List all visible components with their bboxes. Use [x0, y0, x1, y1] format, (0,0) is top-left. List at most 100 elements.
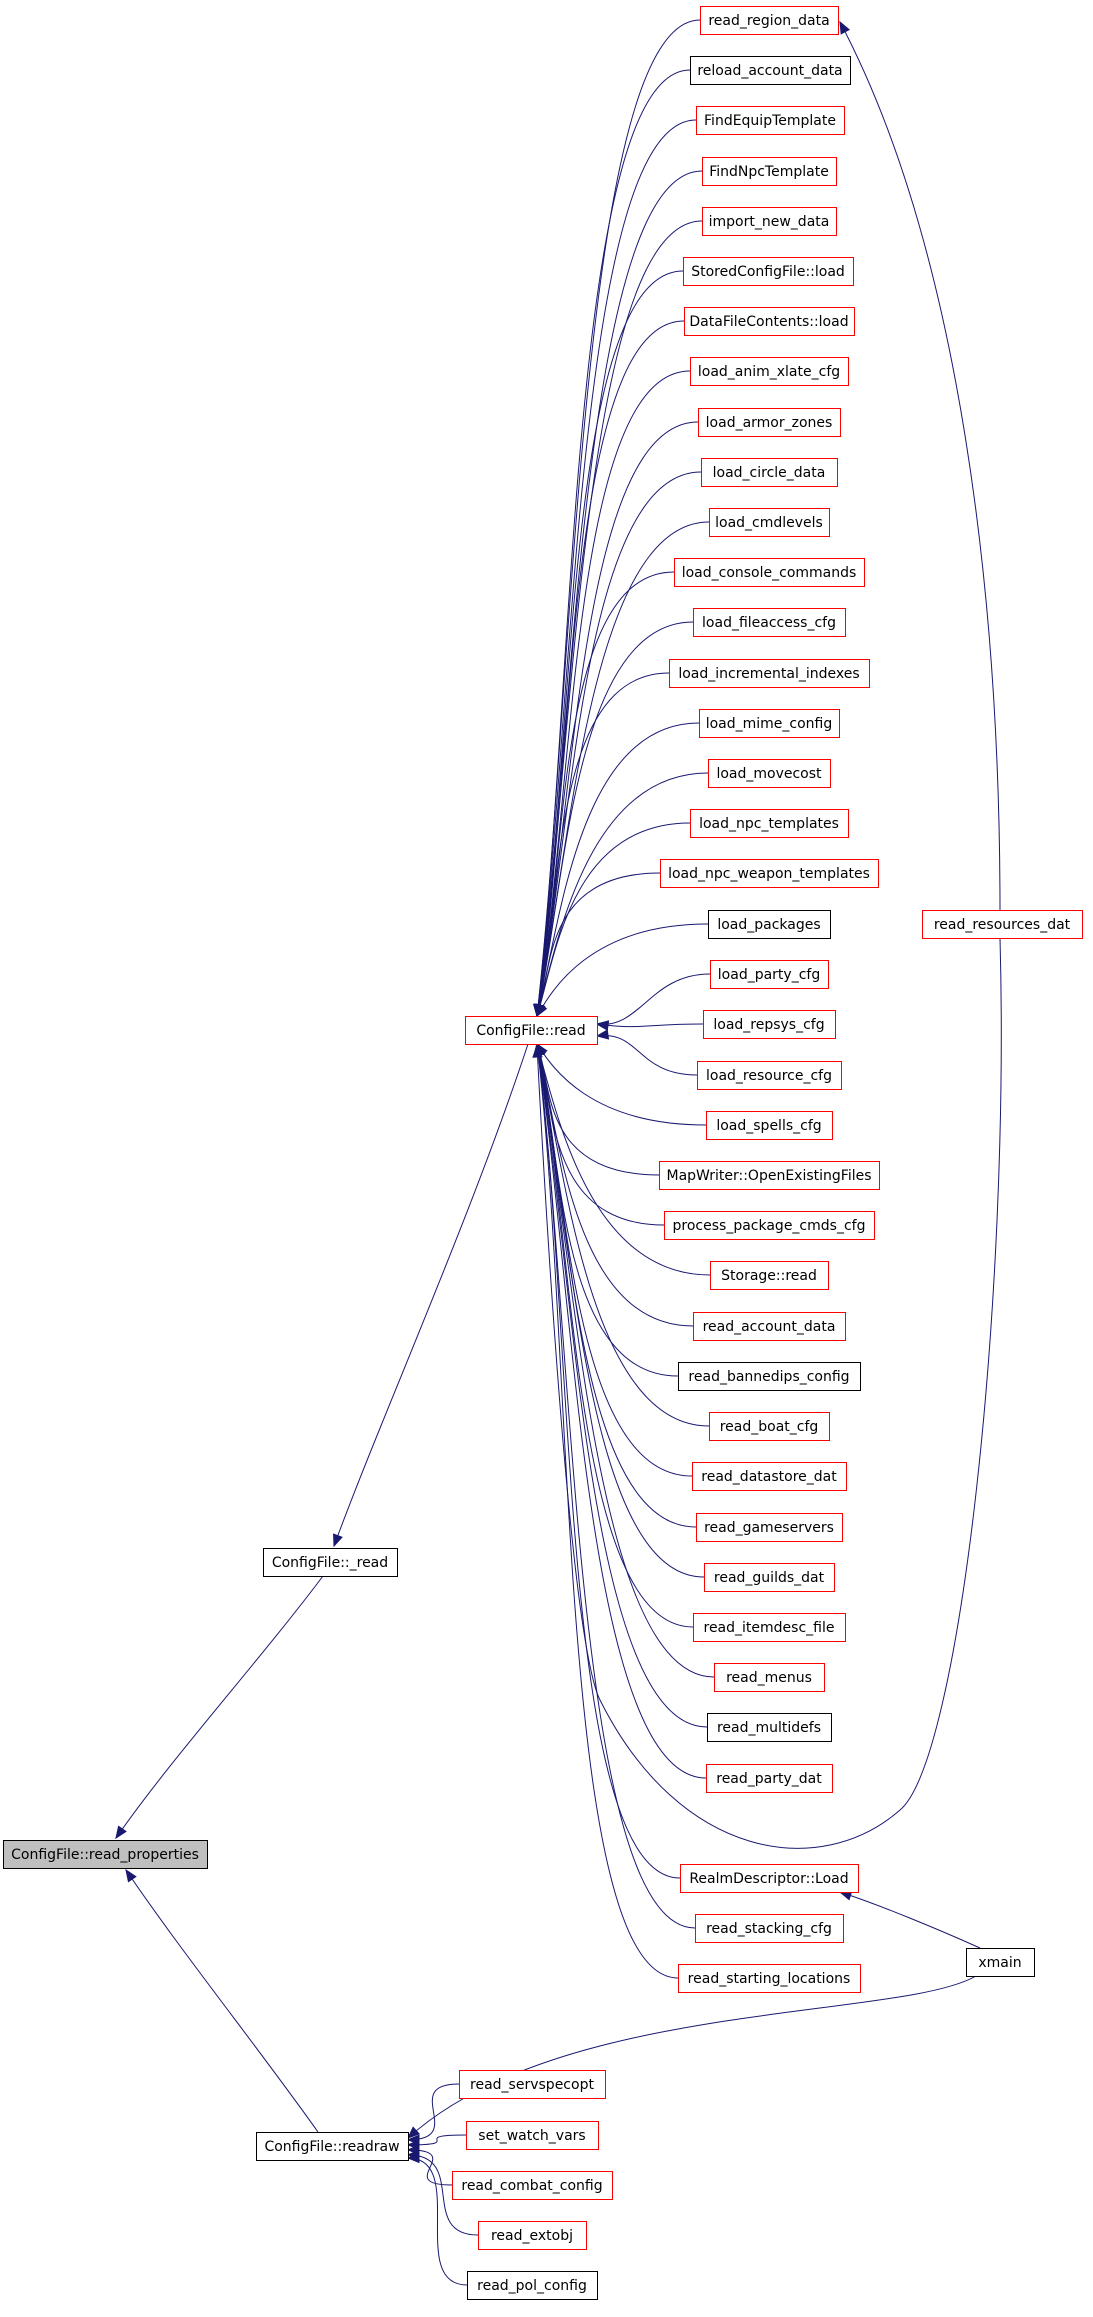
- node-box[interactable]: [714, 1663, 825, 1692]
- node-read_starting_locations[interactable]: read_starting_locations: [678, 1964, 861, 1993]
- node-read_guilds_dat[interactable]: read_guilds_dat: [704, 1563, 835, 1592]
- node-read_itemdesc_file[interactable]: read_itemdesc_file: [693, 1613, 846, 1642]
- node-box[interactable]: [692, 1462, 847, 1491]
- node-read[interactable]: ConfigFile::read: [465, 1016, 598, 1045]
- node-box[interactable]: [707, 1713, 832, 1742]
- node-box[interactable]: [478, 2221, 587, 2250]
- node-read_account_data[interactable]: read_account_data: [693, 1312, 846, 1341]
- node-box[interactable]: [706, 1764, 833, 1793]
- node-read_boat_cfg[interactable]: read_boat_cfg: [709, 1412, 830, 1441]
- node-read_gameservers[interactable]: read_gameservers: [696, 1513, 843, 1542]
- node-FindNpcTemplate[interactable]: FindNpcTemplate: [702, 157, 837, 186]
- node-MapWriter_OpenExistingFiles[interactable]: MapWriter::OpenExistingFiles: [659, 1161, 880, 1190]
- node-load_npc_templates[interactable]: load_npc_templates: [690, 809, 849, 838]
- node-box[interactable]: [452, 2171, 613, 2200]
- node-read_resources_dat[interactable]: read_resources_dat: [922, 910, 1083, 939]
- node-set_watch_vars[interactable]: set_watch_vars: [466, 2121, 599, 2150]
- node-box[interactable]: [695, 1914, 844, 1943]
- node-read_stacking_cfg[interactable]: read_stacking_cfg: [695, 1914, 844, 1943]
- node-load_fileaccess_cfg[interactable]: load_fileaccess_cfg: [693, 608, 846, 637]
- node-box[interactable]: [678, 1964, 861, 1993]
- node-box[interactable]: [678, 1362, 861, 1391]
- node-box[interactable]: [710, 960, 829, 989]
- node-read_bannedips_config[interactable]: read_bannedips_config: [678, 1362, 861, 1391]
- node-box[interactable]: [467, 2271, 598, 2300]
- node-box[interactable]: [708, 910, 831, 939]
- node-box[interactable]: [697, 1061, 842, 1090]
- node-xmain[interactable]: xmain: [966, 1948, 1035, 1977]
- node-load_console_commands[interactable]: load_console_commands: [674, 558, 865, 587]
- node-box[interactable]: [703, 1010, 836, 1039]
- node-box[interactable]: [704, 1563, 835, 1592]
- node-box[interactable]: [693, 1312, 846, 1341]
- node-box[interactable]: [693, 608, 846, 637]
- node-load_cmdlevels[interactable]: load_cmdlevels: [709, 508, 830, 537]
- node-box[interactable]: [709, 508, 830, 537]
- node-Storage_read[interactable]: Storage::read: [710, 1261, 829, 1290]
- node-box[interactable]: [263, 1548, 398, 1577]
- node-DataFileContents_load[interactable]: DataFileContents::load: [684, 307, 855, 336]
- node-box[interactable]: [465, 1016, 598, 1045]
- node-read_servspecopt[interactable]: read_servspecopt: [459, 2070, 606, 2099]
- node-load_npc_weapon_templates[interactable]: load_npc_weapon_templates: [660, 859, 879, 888]
- node-load_party_cfg[interactable]: load_party_cfg: [710, 960, 829, 989]
- node-StoredConfigFile_load[interactable]: StoredConfigFile::load: [683, 257, 854, 286]
- node-read_datastore_dat[interactable]: read_datastore_dat: [692, 1462, 847, 1491]
- node-box[interactable]: [693, 1613, 846, 1642]
- node-_read[interactable]: ConfigFile::_read: [263, 1548, 398, 1577]
- node-box[interactable]: [702, 157, 837, 186]
- node-read_region_data[interactable]: read_region_data: [700, 6, 839, 35]
- node-box[interactable]: [256, 2132, 409, 2161]
- node-box[interactable]: [659, 1161, 880, 1190]
- node-box[interactable]: [3, 1840, 208, 1869]
- node-box[interactable]: [680, 1864, 859, 1893]
- node-box[interactable]: [669, 659, 870, 688]
- node-box[interactable]: [698, 408, 841, 437]
- node-box[interactable]: [708, 759, 831, 788]
- node-read_extobj[interactable]: read_extobj: [478, 2221, 587, 2250]
- node-box[interactable]: [690, 809, 849, 838]
- node-read_properties[interactable]: ConfigFile::read_properties: [3, 1840, 208, 1869]
- node-box[interactable]: [701, 458, 838, 487]
- node-box[interactable]: [966, 1948, 1035, 1977]
- node-readraw[interactable]: ConfigFile::readraw: [256, 2132, 409, 2161]
- node-load_anim_xlate_cfg[interactable]: load_anim_xlate_cfg: [690, 357, 849, 386]
- node-load_packages[interactable]: load_packages: [708, 910, 831, 939]
- node-read_menus[interactable]: read_menus: [714, 1663, 825, 1692]
- node-reload_account_data[interactable]: reload_account_data: [690, 56, 851, 85]
- node-RealmDescriptor_Load[interactable]: RealmDescriptor::Load: [680, 1864, 859, 1893]
- node-read_combat_config[interactable]: read_combat_config: [452, 2171, 613, 2200]
- node-process_package_cmds_cfg[interactable]: process_package_cmds_cfg: [664, 1211, 875, 1240]
- node-box[interactable]: [683, 257, 854, 286]
- node-box[interactable]: [706, 1111, 833, 1140]
- node-read_pol_config[interactable]: read_pol_config: [467, 2271, 598, 2300]
- node-box[interactable]: [699, 709, 840, 738]
- node-box[interactable]: [702, 207, 837, 236]
- node-load_incremental_indexes[interactable]: load_incremental_indexes: [669, 659, 870, 688]
- node-box[interactable]: [690, 357, 849, 386]
- node-box[interactable]: [684, 307, 855, 336]
- node-box[interactable]: [690, 56, 851, 85]
- node-import_new_data[interactable]: import_new_data: [702, 207, 837, 236]
- node-read_party_dat[interactable]: read_party_dat: [706, 1764, 833, 1793]
- node-box[interactable]: [660, 859, 879, 888]
- node-load_armor_zones[interactable]: load_armor_zones: [698, 408, 841, 437]
- node-load_movecost[interactable]: load_movecost: [708, 759, 831, 788]
- node-box[interactable]: [696, 1513, 843, 1542]
- node-load_repsys_cfg[interactable]: load_repsys_cfg: [703, 1010, 836, 1039]
- node-box[interactable]: [466, 2121, 599, 2150]
- node-box[interactable]: [700, 6, 839, 35]
- node-FindEquipTemplate[interactable]: FindEquipTemplate: [696, 106, 845, 135]
- node-box[interactable]: [922, 910, 1083, 939]
- node-box[interactable]: [459, 2070, 606, 2099]
- node-box[interactable]: [696, 106, 845, 135]
- node-load_resource_cfg[interactable]: load_resource_cfg: [697, 1061, 842, 1090]
- node-load_spells_cfg[interactable]: load_spells_cfg: [706, 1111, 833, 1140]
- node-read_multidefs[interactable]: read_multidefs: [707, 1713, 832, 1742]
- node-load_mime_config[interactable]: load_mime_config: [699, 709, 840, 738]
- node-box[interactable]: [664, 1211, 875, 1240]
- node-load_circle_data[interactable]: load_circle_data: [701, 458, 838, 487]
- node-box[interactable]: [710, 1261, 829, 1290]
- node-box[interactable]: [709, 1412, 830, 1441]
- node-box[interactable]: [674, 558, 865, 587]
